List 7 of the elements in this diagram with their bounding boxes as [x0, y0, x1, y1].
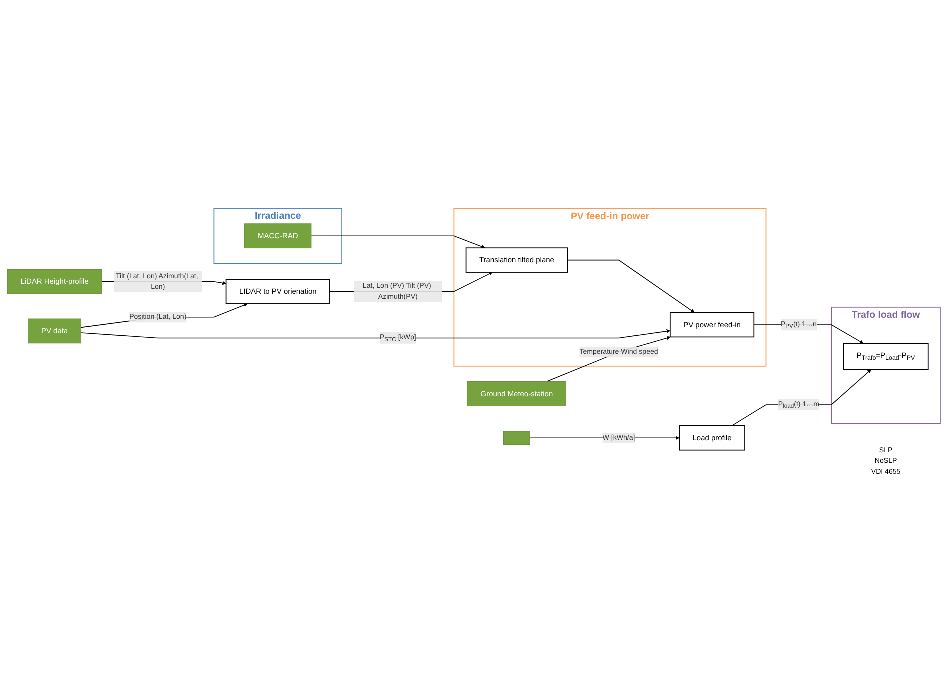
arrow	[80, 304, 248, 328]
arrow	[80, 330, 671, 339]
node-box	[504, 432, 530, 446]
arrow	[567, 260, 695, 314]
arrow	[732, 370, 872, 427]
arrow	[546, 336, 671, 382]
arrow	[311, 236, 486, 249]
